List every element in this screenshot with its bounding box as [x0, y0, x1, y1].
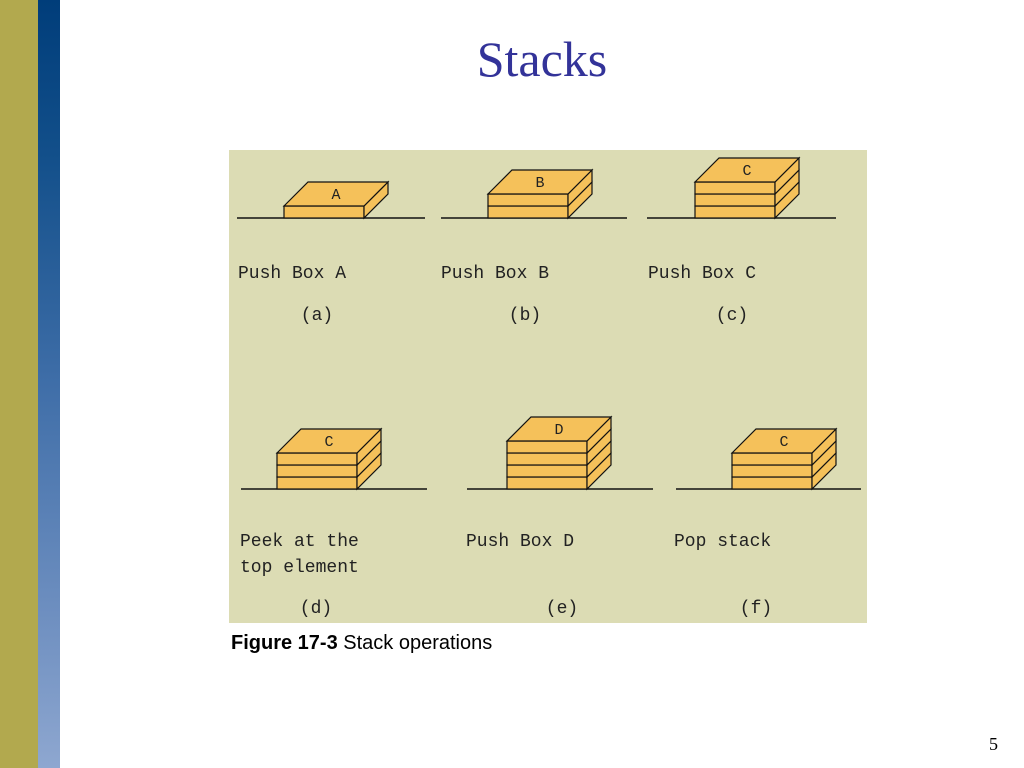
- stack-box-front: [276, 464, 358, 478]
- figure-number: Figure 17-3: [231, 632, 338, 654]
- stack-panel-b: B Push Box B (b): [441, 168, 627, 326]
- panel-tag: (f): [740, 599, 772, 619]
- panel-caption: Peek at the: [240, 532, 359, 552]
- top-box-label: A: [331, 187, 340, 204]
- figure-caption: Figure 17-3 Stack operations: [231, 632, 492, 655]
- stack-box-front: [731, 476, 813, 490]
- page-number: 5: [989, 734, 998, 754]
- stack-box-top: [505, 416, 613, 442]
- stack-box-front: [694, 205, 776, 219]
- stack-panel-d: C Peek at the top element (d): [240, 427, 427, 619]
- stack-panel-e: D Push Box D (e): [466, 415, 653, 619]
- panel-tag: (a): [301, 306, 333, 326]
- panel-tag: (d): [300, 599, 332, 619]
- stack-box-front: [283, 205, 365, 219]
- panel-tag: (b): [509, 306, 541, 326]
- top-box-label: C: [779, 434, 788, 451]
- top-box-label: C: [324, 434, 333, 451]
- stack-box-top: [486, 169, 594, 195]
- panel-tag: (e): [546, 599, 578, 619]
- stack-box-front: [506, 476, 588, 490]
- stack-box-top: [730, 428, 838, 454]
- top-box-label: C: [742, 163, 751, 180]
- stack-box-front: [506, 440, 588, 454]
- stack-box-front: [276, 476, 358, 490]
- panel-tag: (c): [716, 306, 748, 326]
- slide-title: Stacks: [476, 31, 608, 87]
- panel-caption: Pop stack: [674, 532, 771, 552]
- panel-caption: Push Box C: [648, 264, 756, 284]
- figure-caption-text: Stack operations: [337, 632, 493, 654]
- stack-panel-f: C Pop stack (f): [674, 427, 861, 619]
- stack-box-front: [731, 464, 813, 478]
- stack-box-front: [506, 464, 588, 478]
- left-stripe-blue: [38, 0, 60, 768]
- panel-caption: Push Box D: [466, 532, 574, 552]
- stack-diagram: A Push Box A (a) B Push Box B (b) C Push Box C (…: [237, 156, 861, 619]
- stack-box-front: [694, 181, 776, 195]
- stack-panel-a: A Push Box A (a): [237, 180, 425, 326]
- stack-box-front: [487, 205, 569, 219]
- stack-operations-figure: A Push Box A (a) B Push Box B (b) C Push Box C (…: [229, 150, 867, 623]
- stack-box-front: [276, 452, 358, 466]
- panel-caption: Push Box B: [441, 264, 549, 284]
- top-box-label: B: [535, 175, 544, 192]
- stack-box-top: [282, 181, 390, 207]
- top-box-label: D: [554, 422, 563, 439]
- left-stripe-olive: [0, 0, 38, 768]
- stack-box-front: [694, 193, 776, 207]
- stack-box-front: [506, 452, 588, 466]
- stack-panel-c: C Push Box C (c): [647, 156, 836, 326]
- stack-box-top: [693, 157, 801, 183]
- stack-box-top: [275, 428, 383, 454]
- stack-box-front: [731, 452, 813, 466]
- panel-caption: top element: [240, 558, 359, 578]
- panel-caption: Push Box A: [238, 264, 346, 284]
- stack-box-front: [487, 193, 569, 207]
